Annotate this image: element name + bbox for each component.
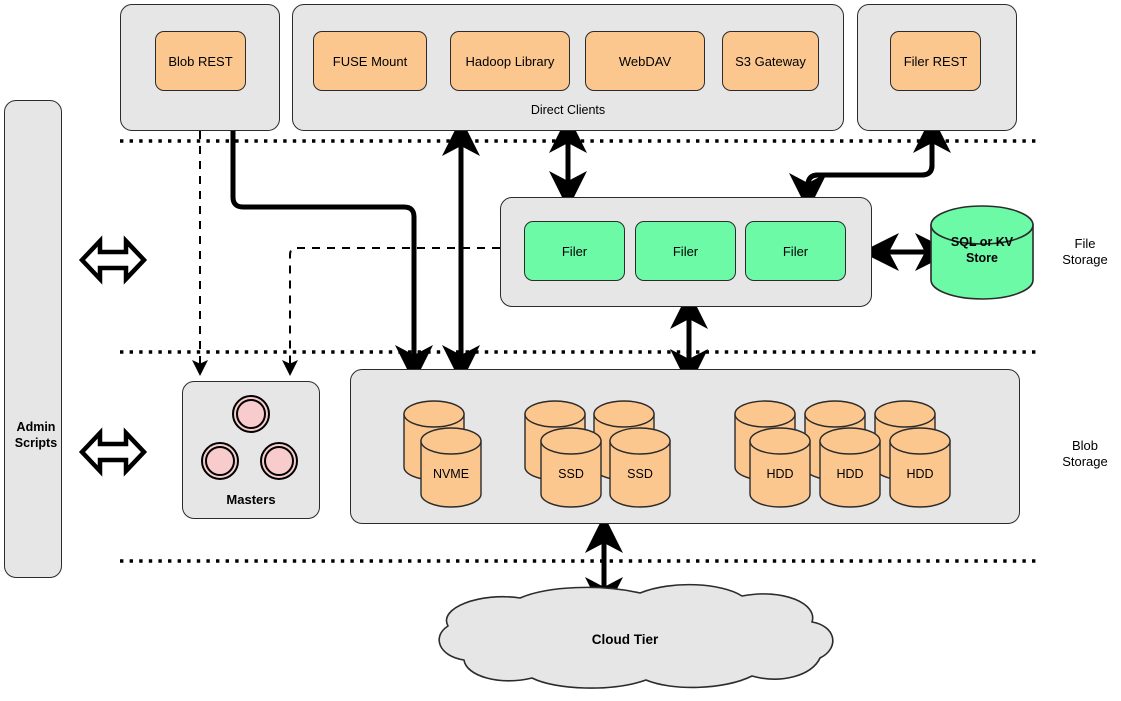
sql-kv-store-label-line1: SQL or KV [950, 235, 1014, 249]
cloud-tier-label: Cloud Tier [591, 632, 659, 647]
filer-node-1[interactable]: Filer [524, 221, 625, 281]
admin-scripts-label-line2: Scripts [14, 436, 58, 451]
ssd-disk-label-2: SSD [627, 467, 653, 481]
filer-node-label: Filer [561, 243, 588, 259]
client-box-s3-gateway[interactable]: S3 Gateway [722, 31, 819, 91]
hdd-disk-label-1: HDD [766, 467, 794, 481]
admin-arrow-file-storage [78, 235, 148, 285]
blob-storage-label: Blob Storage [1046, 438, 1121, 471]
client-box-filer-rest[interactable]: Filer REST [890, 31, 981, 91]
client-box-webdav[interactable]: WebDAV [585, 31, 705, 91]
client-box-label: S3 Gateway [735, 53, 806, 69]
file-storage-label-line1: File [1074, 236, 1096, 251]
client-box-label: WebDAV [618, 53, 672, 69]
blob-storage-label-line2: Storage [1062, 454, 1108, 470]
filer-node-label: Filer [672, 243, 699, 259]
nvme-disk-label: NVME [432, 467, 470, 481]
masters-label: Masters [226, 492, 276, 507]
blob-storage-label-line1: Blob [1071, 438, 1099, 453]
admin-scripts-label-line1: Admin [16, 420, 56, 434]
ssd-disk-label-1: SSD [558, 467, 584, 481]
filer-node-3[interactable]: Filer [745, 221, 846, 281]
client-box-hadoop-library[interactable]: Hadoop Library [450, 31, 570, 91]
filer-node-label: Filer [782, 243, 809, 259]
sql-kv-store-label-line2: Store [966, 250, 998, 265]
admin-arrow-blob-storage [78, 427, 148, 477]
file-storage-label: File Storage [1046, 236, 1121, 269]
admin-scripts-label: Admin Scripts [5, 419, 67, 452]
direct-clients-caption: Direct Clients [530, 103, 606, 117]
blob-storage-group[interactable] [350, 369, 1020, 524]
client-box-fuse-mount[interactable]: FUSE Mount [313, 31, 427, 91]
client-box-label: Blob REST [168, 53, 233, 69]
file-storage-label-line2: Storage [1062, 252, 1108, 268]
sql-kv-store-label: SQL or KV Store [930, 235, 1034, 266]
hdd-disk-label-3: HDD [906, 467, 934, 481]
client-box-label: FUSE Mount [332, 53, 408, 69]
client-box-blob-rest[interactable]: Blob REST [155, 31, 246, 91]
filer-node-2[interactable]: Filer [635, 221, 736, 281]
admin-scripts-panel[interactable]: Admin Scripts [4, 100, 62, 578]
client-box-label: Hadoop Library [465, 53, 555, 69]
hdd-disk-label-2: HDD [836, 467, 864, 481]
filer-rest-group[interactable] [857, 4, 1017, 131]
client-box-label: Filer REST [903, 53, 968, 69]
